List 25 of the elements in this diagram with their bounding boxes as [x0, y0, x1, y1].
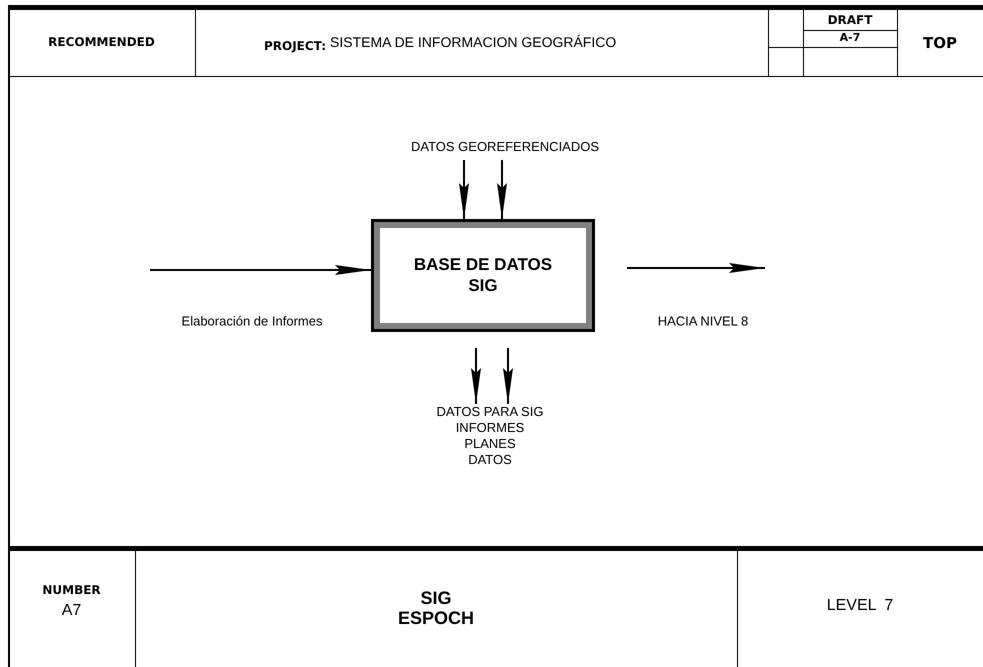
title-block-text: A7: [62, 602, 82, 620]
title-block-text: PROJECT:: [264, 40, 326, 54]
data-text: DATOS GEOREFERENCIADOS: [410, 139, 600, 155]
process-box: [371, 219, 595, 332]
title-block-text: TOP: [923, 34, 957, 52]
title-block-text: RECOMMENDED: [48, 36, 155, 50]
title-block-text: A-7: [840, 32, 860, 45]
arrow: [471, 348, 481, 404]
title-block-text: DRAFT: [828, 14, 872, 28]
title-block-text: SIG ESPOCH: [396, 589, 476, 629]
title-block-text: LEVEL 7: [826, 597, 894, 615]
edge-label: Elaboración de Informes: [180, 314, 324, 328]
arrow: [459, 160, 469, 219]
title-block-text: SISTEMA DE INFORMACION GEOGRÁFICO: [330, 35, 616, 51]
title-block-text: NUMBER: [42, 584, 101, 598]
data-text: DATOS PARA SIG: [436, 404, 544, 420]
arrow: [150, 265, 371, 275]
arrow: [627, 263, 765, 273]
data-text: PLANES: [464, 436, 516, 452]
arrow: [503, 348, 513, 404]
edge-label: HACIA NIVEL 8: [656, 314, 750, 328]
data-text: DATOS: [468, 452, 512, 468]
process-title: BASE DE DATOS SIG: [413, 255, 553, 296]
data-text: INFORMES: [456, 420, 524, 436]
arrow: [497, 160, 507, 219]
